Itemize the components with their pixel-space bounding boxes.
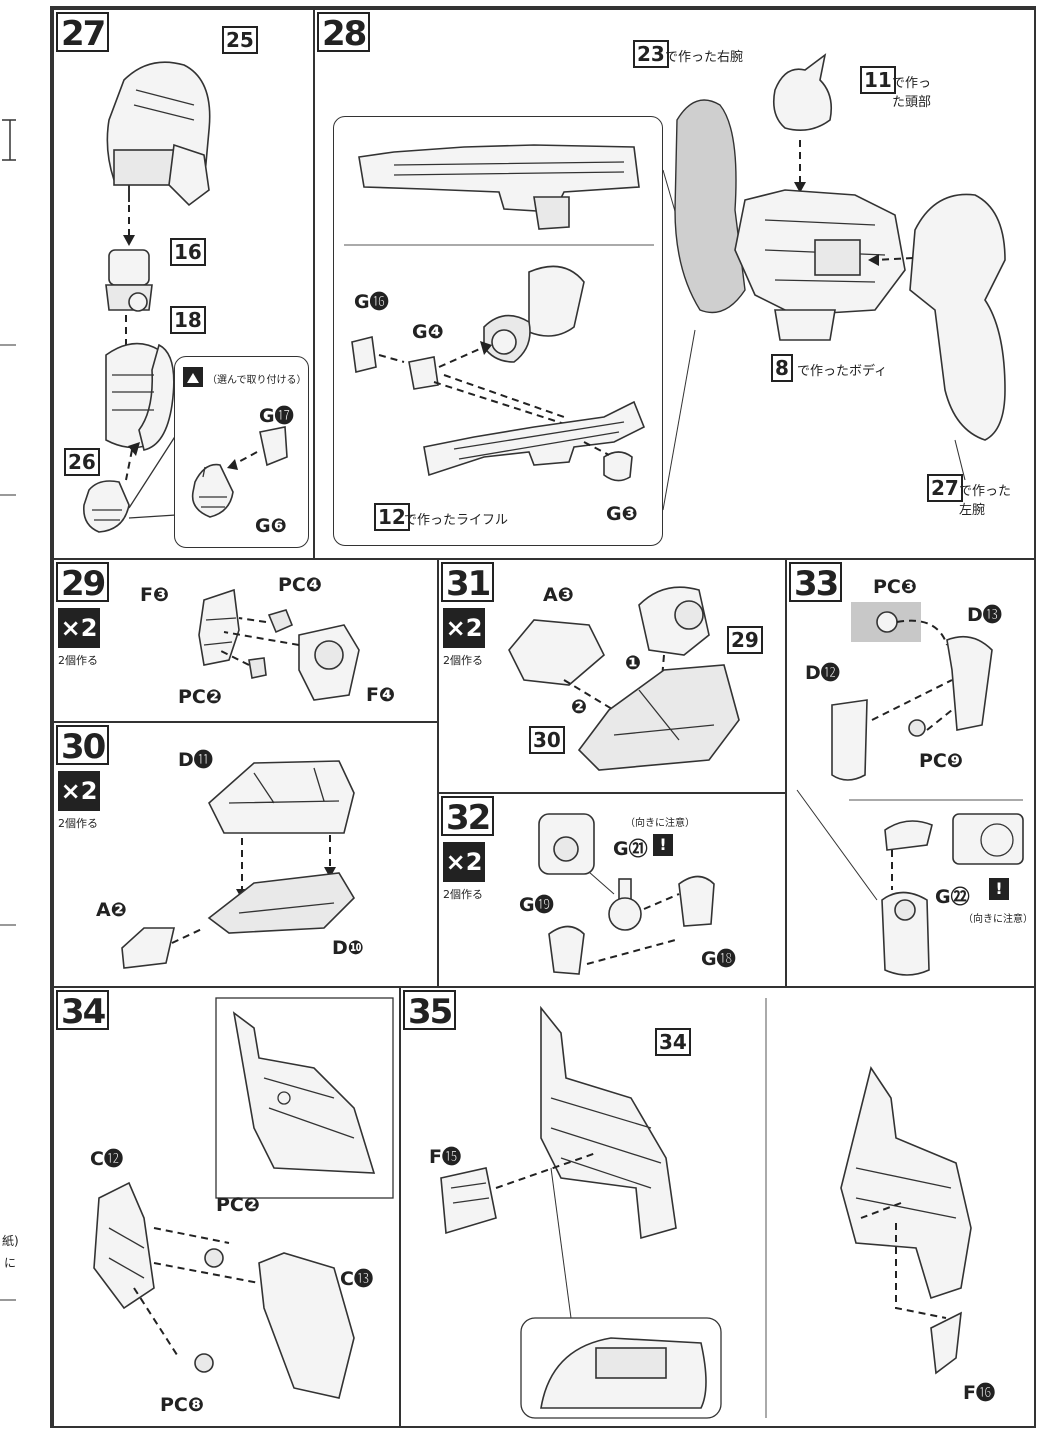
step-35-panel: 35 34 F⓯ F⓰ — [399, 986, 1036, 1428]
part-label: G⓱ — [259, 405, 294, 427]
ref-step-16: 16 — [170, 238, 206, 266]
ref-step-26: 26 — [64, 448, 100, 476]
multiplier-badge: ×2 2個作る — [443, 842, 485, 902]
step-number: 35 — [403, 990, 457, 1032]
callout-text: で作ったライフル — [404, 513, 509, 528]
multiplier-note: 2個作る — [443, 888, 483, 901]
part-label: D⓫ — [178, 749, 213, 771]
step-32-panel: 32 ×2 2個作る G㉑ ! （向きに注意） G⓳ G⓲ — [437, 792, 787, 988]
step-33-panel: 33 PC❸ D⓭ D⓬ PC❾ G㉒ ! （向きに注意） — [785, 558, 1036, 988]
caution-icon: ! — [653, 834, 673, 856]
part-label: D❿ — [332, 937, 364, 959]
left-margin-strip: 紙) に — [0, 0, 19, 1440]
multiplier-note: 2個作る — [58, 654, 98, 667]
part-label: PC❹ — [278, 574, 322, 596]
part-label: PC❸ — [873, 576, 917, 598]
multiplier-badge: ×2 2個作る — [58, 608, 100, 668]
multiplier: ×2 — [443, 842, 485, 882]
step-30-panel: 30 ×2 2個作る D⓫ A❷ D❿ — [52, 721, 439, 988]
step-number: 29 — [56, 562, 110, 604]
part-label: G❸ — [606, 503, 638, 525]
multiplier: ×2 — [58, 608, 100, 648]
step-number: 30 — [56, 725, 110, 767]
ref-step-23: 23 — [633, 40, 669, 68]
part-label: D⓬ — [805, 662, 840, 684]
part-label: G⓰ — [354, 291, 389, 313]
part-label: F❹ — [366, 684, 396, 706]
part-label: C⓬ — [90, 1148, 123, 1170]
callout-text: で作った右腕 — [665, 50, 744, 65]
step-number: 27 — [56, 12, 110, 54]
part-label: G㉒ — [935, 886, 970, 908]
step-28-illustration — [662, 53, 1006, 511]
step-number: 28 — [317, 12, 371, 54]
caution-icon: ! — [989, 878, 1009, 900]
multiplier: ×2 — [58, 771, 100, 811]
callout-text: で作ったボディ — [797, 364, 888, 379]
multiplier-note: 2個作る — [58, 817, 98, 830]
ref-step-29: 29 — [727, 626, 763, 654]
step-31-panel: 31 ×2 2個作る A❸ 29 30 ❶ ❷ — [437, 558, 787, 794]
part-label: G⓳ — [519, 894, 554, 916]
part-label: PC❷ — [216, 1194, 260, 1216]
ref-step-25: 25 — [222, 26, 258, 54]
ref-step-27: 27 — [927, 474, 963, 502]
part-label: G⓲ — [701, 948, 736, 970]
step-number: 31 — [441, 562, 495, 604]
part-label: F⓰ — [963, 1382, 995, 1404]
part-label: F⓯ — [429, 1146, 461, 1168]
order-marker: ❷ — [571, 696, 588, 718]
step-27-illustration — [82, 61, 211, 533]
multiplier-note: 2個作る — [443, 654, 483, 667]
ref-step-18: 18 — [170, 306, 206, 334]
part-label: D⓭ — [967, 604, 1002, 626]
step-28-panel: 28 — [313, 8, 1036, 560]
step-34-panel: 34 C⓬ PC❷ C⓭ PC❽ — [52, 986, 401, 1428]
part-label: C⓭ — [340, 1268, 373, 1290]
multiplier-badge: ×2 2個作る — [58, 771, 100, 831]
part-label: F❸ — [140, 584, 170, 606]
part-label: PC❽ — [160, 1394, 204, 1416]
part-label: PC❾ — [919, 750, 963, 772]
choice-note: （選んで取り付ける） — [207, 375, 307, 386]
part-label: G㉑ — [613, 838, 648, 860]
ref-step-34: 34 — [655, 1028, 691, 1056]
ref-step-12: 12 — [374, 503, 410, 531]
order-marker: ❶ — [625, 652, 642, 674]
callout-text: で作った左腕 — [959, 484, 1012, 518]
rifle-inset: G⓰ G❹ G❸ 12 で作ったライフル — [333, 116, 663, 546]
step-number: 33 — [789, 562, 843, 604]
caution-note: （向きに注意） — [963, 914, 1033, 925]
step-27-panel: 27 25 1 — [52, 8, 315, 560]
part-label: G❹ — [412, 321, 444, 343]
step-number: 34 — [56, 990, 110, 1032]
step-29-panel: 29 ×2 2個作る F❸ PC❹ PC❷ F❹ — [52, 558, 439, 723]
caution-note: （向きに注意） — [625, 818, 695, 829]
part-label: A❸ — [543, 584, 574, 606]
ref-step-11: 11 — [860, 66, 896, 94]
callout-text: で作った頭部 — [892, 76, 932, 110]
strip-char: に — [4, 1256, 17, 1270]
choice-inset: （選んで取り付ける） G⓱ G❻ — [174, 356, 309, 548]
part-label: A❷ — [96, 899, 127, 921]
part-label: PC❷ — [178, 686, 222, 708]
strip-char: 紙) — [2, 1234, 19, 1248]
multiplier-badge: ×2 2個作る — [443, 608, 485, 668]
step-number: 32 — [441, 796, 495, 838]
ref-step-8: 8 — [771, 354, 793, 382]
ref-step-30: 30 — [529, 726, 565, 754]
part-label: G❻ — [255, 515, 287, 537]
multiplier: ×2 — [443, 608, 485, 648]
